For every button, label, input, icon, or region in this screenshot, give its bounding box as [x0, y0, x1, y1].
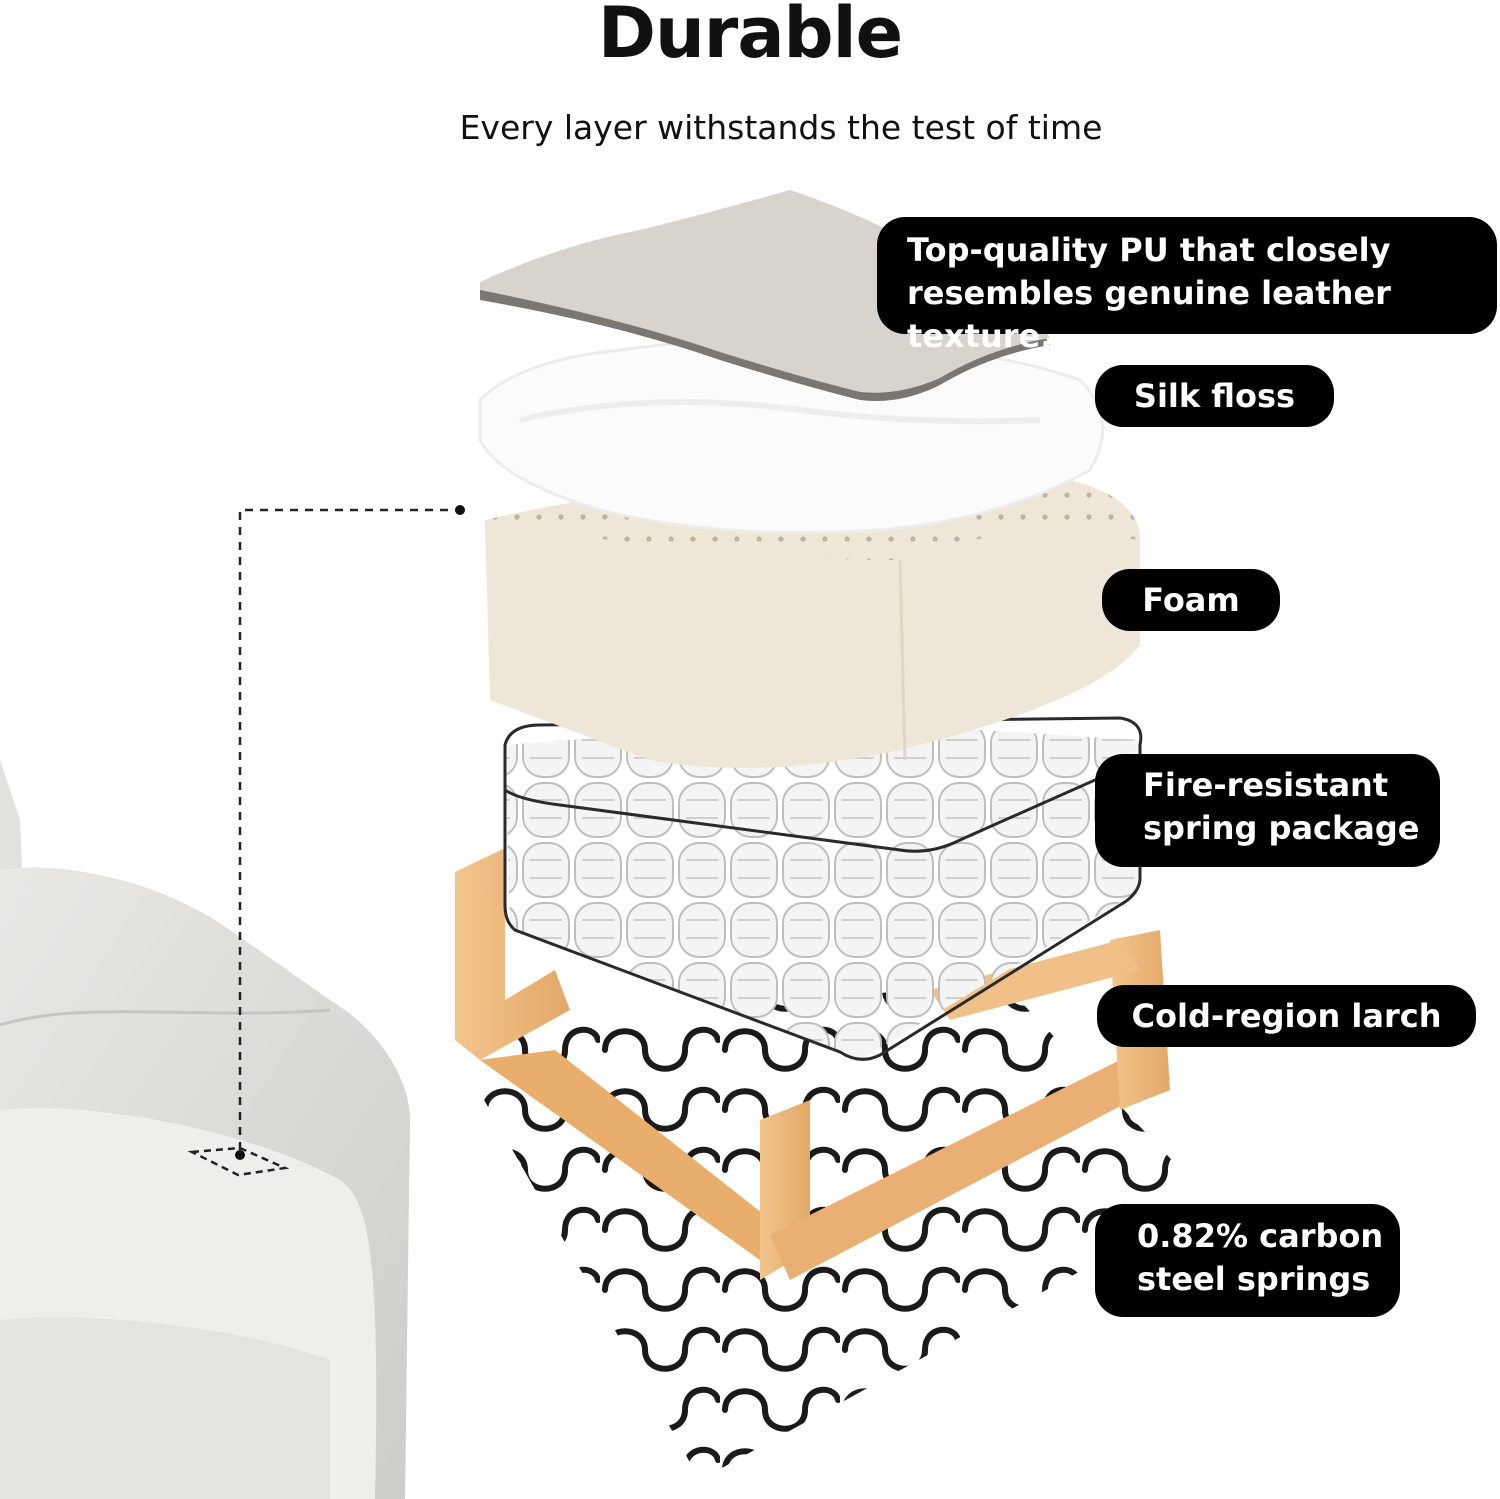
label-spring-package: Fire-resistant spring package	[1095, 754, 1440, 867]
label-spring-line-2: spring package	[1143, 809, 1420, 847]
label-pu-leather: Top-quality PU that closely resembles ge…	[877, 217, 1497, 355]
label-pu-line-2: resembles genuine leather texture.	[907, 274, 1391, 355]
label-larch: Cold-region larch	[1097, 985, 1476, 1047]
label-steel-line-1: 0.82% carbon	[1137, 1217, 1384, 1255]
label-steel-line-2: steel springs	[1137, 1260, 1371, 1298]
label-silk-floss: Silk floss	[1095, 365, 1334, 427]
label-foam: Foam	[1102, 569, 1280, 631]
label-pu-line-1: Top-quality PU that closely	[907, 231, 1391, 269]
larch-frame-layer	[455, 848, 1170, 1280]
spring-package-layer	[503, 716, 1143, 1061]
page-subtitle: Every layer withstands the test of time	[459, 108, 1103, 147]
page-title: Durable	[597, 0, 903, 74]
recliner-chair	[0, 760, 410, 1499]
leader-line	[238, 508, 460, 1150]
label-spring-line-1: Fire-resistant	[1143, 766, 1389, 804]
label-steel-springs: 0.82% carbon steel springs	[1095, 1204, 1400, 1317]
